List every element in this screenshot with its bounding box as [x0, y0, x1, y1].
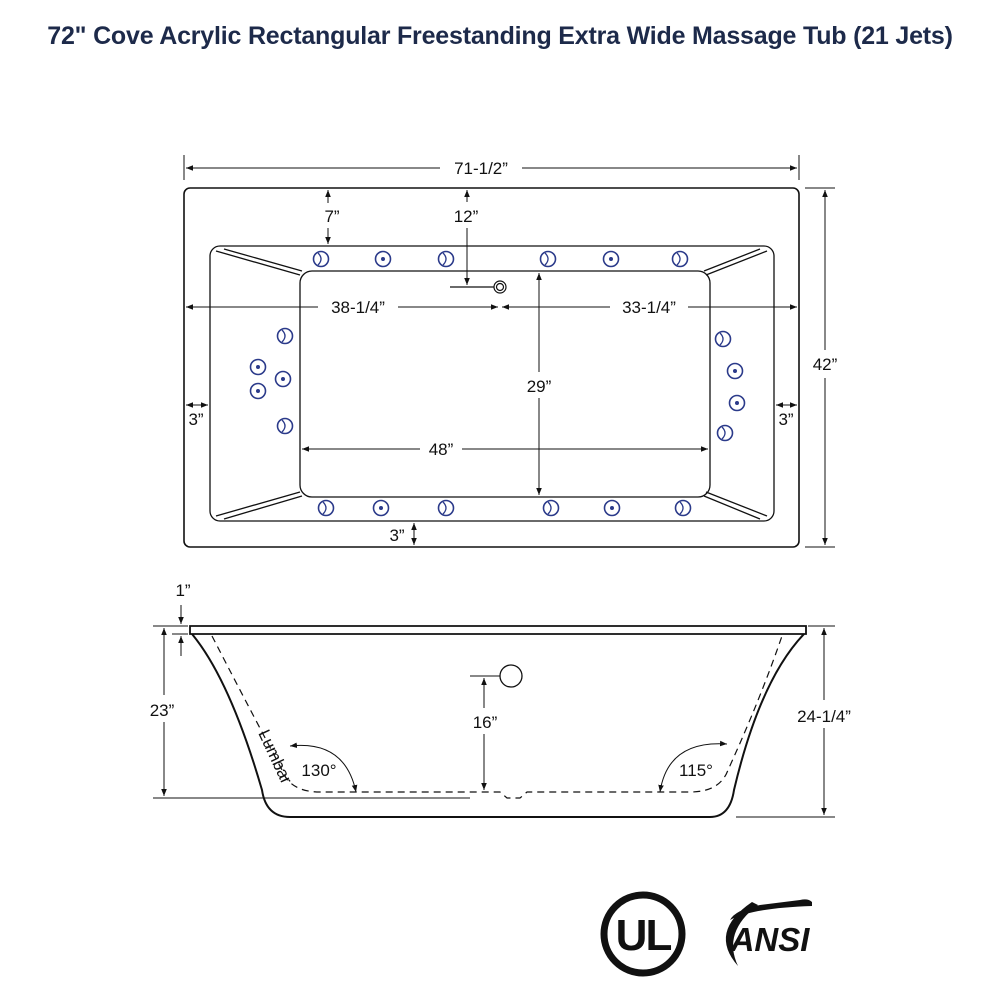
jet	[602, 250, 620, 268]
jets	[249, 250, 746, 517]
dim-rim-thickness: 1”	[175, 581, 190, 600]
lumbar-label: Lumbar	[254, 727, 296, 788]
jet	[671, 250, 689, 268]
dim-floor-length: 48”	[429, 440, 454, 459]
jet	[312, 250, 330, 268]
dim-floor-width: 29”	[527, 377, 552, 396]
jet	[726, 362, 744, 380]
dim-overall-width: 42”	[813, 355, 838, 374]
dim-left-ledge: 3”	[188, 410, 203, 429]
dim-ledge-top: 7”	[324, 207, 339, 226]
jet	[249, 382, 267, 400]
jet	[728, 394, 746, 412]
drain-top	[450, 280, 507, 294]
side-view	[189, 625, 807, 818]
jet	[274, 370, 292, 388]
top-view	[183, 187, 800, 548]
dim-drain-to-right: 33-1/4”	[622, 298, 676, 317]
jet	[372, 499, 390, 517]
outer-rim	[183, 187, 800, 548]
jet	[603, 499, 621, 517]
jet	[317, 499, 335, 517]
jet	[437, 250, 455, 268]
jet	[539, 250, 557, 268]
ansi-logo-text: ANSI	[730, 921, 811, 958]
dim-left-to-drain: 38-1/4”	[331, 298, 385, 317]
dim-overall-length: 71-1/2”	[454, 159, 508, 178]
dim-overall-height: 24-1/4”	[797, 707, 851, 726]
jet	[437, 499, 455, 517]
dim-drain-from-top: 12”	[454, 207, 479, 226]
angle-right: 115°	[679, 761, 713, 780]
dim-right-ledge: 3”	[778, 410, 793, 429]
ul-logo: UL	[600, 891, 686, 977]
tub-floor	[299, 270, 711, 498]
jet	[716, 424, 734, 442]
jet	[674, 499, 692, 517]
jet	[249, 358, 267, 376]
page-title: 72" Cove Acrylic Rectangular Freestandin…	[47, 22, 953, 50]
dim-overflow-height: 16”	[473, 713, 498, 732]
jet	[374, 250, 392, 268]
jet	[542, 499, 560, 517]
angle-left: 130°	[301, 761, 336, 780]
side-interior	[211, 635, 783, 799]
inner-wall	[209, 245, 775, 522]
dim-interior-depth: 23”	[150, 701, 175, 720]
dim-bottom-ledge: 3”	[389, 526, 404, 545]
jet	[276, 417, 294, 435]
ansi-logo: ANSI	[725, 899, 812, 966]
ul-logo-text: UL	[616, 911, 672, 960]
side-rim	[189, 625, 807, 635]
overflow-circle	[499, 664, 523, 688]
side-body	[191, 633, 805, 818]
jet	[714, 330, 732, 348]
jet	[276, 327, 294, 345]
